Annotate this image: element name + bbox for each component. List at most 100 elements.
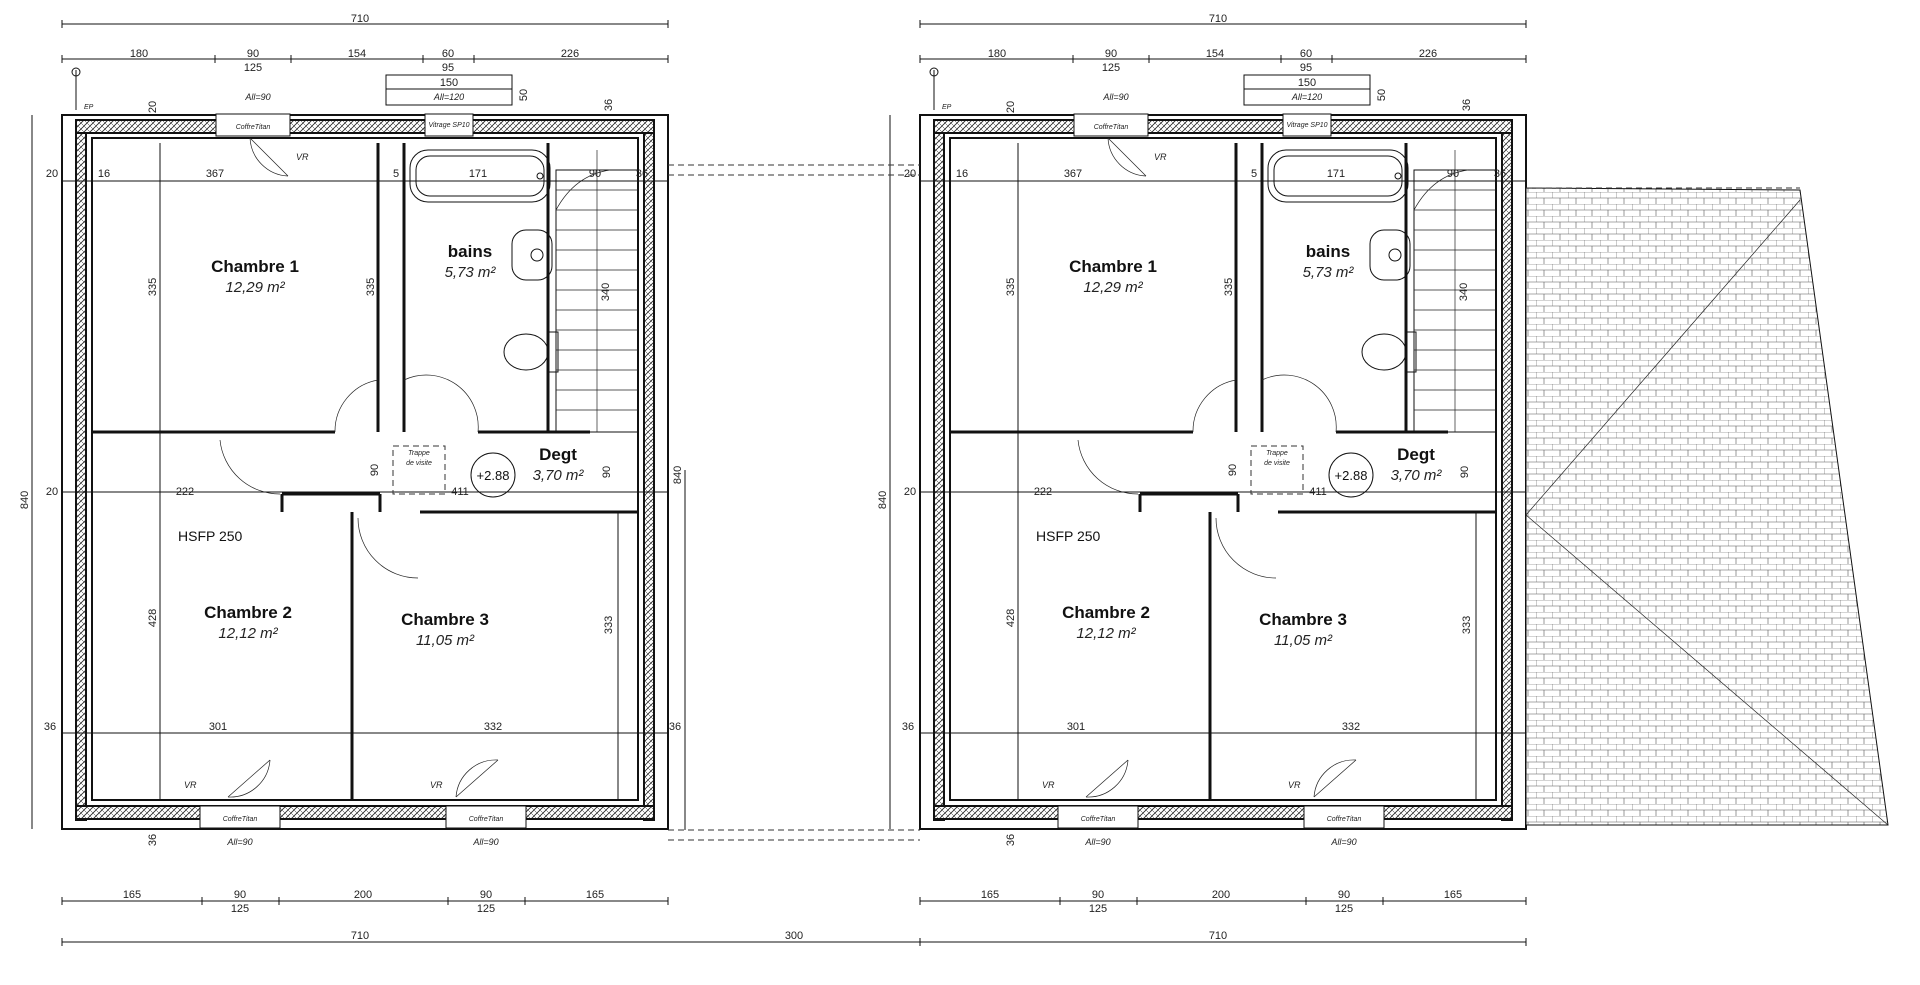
room-name-degt: Degt <box>539 445 577 464</box>
dim-50-v: 50 <box>1376 89 1388 101</box>
top-total-dim: 710 <box>1209 13 1227 25</box>
all-90-b1: All=90 <box>1084 837 1110 847</box>
dim-16: 16 <box>956 168 968 180</box>
coffre-label-b2: CoffreTitan <box>469 816 504 823</box>
outer-walls <box>919 114 1527 830</box>
all-90-label: All=90 <box>1102 92 1128 102</box>
dim-165-right: 165 <box>1444 889 1462 901</box>
room-name-chambre-3: Chambre 3 <box>401 610 489 629</box>
dim-125: 125 <box>1102 62 1120 74</box>
bay-width-dim: 150 <box>1298 77 1316 89</box>
room-name-chambre-1: Chambre 1 <box>211 257 299 276</box>
dim-36-right: 36 <box>669 721 681 733</box>
dim-367: 367 <box>1064 168 1082 180</box>
dim-20-v: 20 <box>147 101 159 113</box>
dim-125-b2: 125 <box>477 903 495 915</box>
dim-165-left: 165 <box>981 889 999 901</box>
room-area-chambre-2: 12,12 m² <box>1076 625 1136 642</box>
room-labels: Chambre 1 12,29 m² bains 5,73 m² Degt 3,… <box>178 242 584 649</box>
top-total-dim: 710 <box>351 13 369 25</box>
dim-428: 428 <box>147 609 159 627</box>
dim-90-v1: 90 <box>369 464 381 476</box>
interior-walls <box>92 143 638 800</box>
link-lines: 840 300 <box>668 164 1527 946</box>
dim-90-v2: 90 <box>601 466 613 478</box>
vr-label: VR <box>1154 152 1167 162</box>
dim-60: 60 <box>1300 48 1312 60</box>
room-area-chambre-1: 12,29 m² <box>1083 279 1143 296</box>
dim-428: 428 <box>1005 609 1017 627</box>
dim-332: 332 <box>484 721 502 733</box>
bottom-total-dim: 710 <box>351 930 369 942</box>
dim-36-left: 36 <box>902 721 914 733</box>
dim-90-v1: 90 <box>1227 464 1239 476</box>
room-area-chambre-3: 11,05 m² <box>416 632 475 649</box>
dim-36-top: 36 <box>1494 168 1506 180</box>
roof-tiles <box>1525 187 1889 826</box>
vr-label-b1: VR <box>184 780 197 790</box>
dim-20-top: 20 <box>46 168 58 180</box>
dim-95: 95 <box>1300 62 1312 74</box>
room-area-chambre-1: 12,29 m² <box>225 279 285 296</box>
dim-90: 90 <box>247 48 259 60</box>
dim-90-b2: 90 <box>1338 889 1350 901</box>
level-marker: +2.88 <box>477 468 510 483</box>
dim-125-b1: 125 <box>1089 903 1107 915</box>
dim-411: 411 <box>1309 486 1327 498</box>
dim-36-v: 36 <box>1461 99 1473 111</box>
room-area-bains: 5,73 m² <box>1303 264 1355 281</box>
room-name-chambre-2: Chambre 2 <box>1062 603 1150 622</box>
dim-165-left: 165 <box>123 889 141 901</box>
coffre-label-b1: CoffreTitan <box>223 816 258 823</box>
side-height-dim: 840 <box>19 491 31 509</box>
top-dimensions: 710 180 90 154 60 226 125 95 150 All=120… <box>61 13 669 106</box>
dim-165-right: 165 <box>586 889 604 901</box>
dim-340: 340 <box>1458 283 1470 301</box>
room-name-degt: Degt <box>1397 445 1435 464</box>
trappe-label-2: de visite <box>1264 460 1290 467</box>
dim-125: 125 <box>244 62 262 74</box>
trappe-label-2: de visite <box>406 460 432 467</box>
vr-label-b2: VR <box>430 780 443 790</box>
room-name-chambre-3: Chambre 3 <box>1259 610 1347 629</box>
dim-20-v: 20 <box>1005 101 1017 113</box>
vitrage-label: Vitrage SP10 <box>1286 122 1327 129</box>
room-name-bains: bains <box>448 242 492 261</box>
room-area-bains: 5,73 m² <box>445 264 497 281</box>
top-dimensions: 710 180 90 154 60 226 125 95 150 All=120… <box>919 13 1527 106</box>
vr-label-b2: VR <box>1288 780 1301 790</box>
dim-333: 333 <box>603 616 615 634</box>
dim-171: 171 <box>1327 168 1345 180</box>
ep-label: EP <box>84 104 94 111</box>
dim-90-v2: 90 <box>1459 466 1471 478</box>
dim-36-top: 36 <box>636 168 648 180</box>
dim-335-left: 335 <box>1005 278 1017 296</box>
dim-200: 200 <box>1212 889 1230 901</box>
hsfp-label: HSFP 250 <box>178 528 243 544</box>
dim-60: 60 <box>442 48 454 60</box>
all-90-label: All=90 <box>244 92 270 102</box>
dim-5: 5 <box>1251 168 1257 180</box>
dim-5: 5 <box>393 168 399 180</box>
trappe-label-1: Trappe <box>408 450 430 457</box>
top-windows: CoffreTitan Vitrage SP10 VR <box>1073 113 1332 177</box>
dim-95: 95 <box>442 62 454 74</box>
bottom-windows: CoffreTitan CoffreTitan VR VR All=90 All… <box>184 759 527 847</box>
room-name-chambre-1: Chambre 1 <box>1069 257 1157 276</box>
dim-154: 154 <box>1206 48 1224 60</box>
dim-301: 301 <box>209 721 227 733</box>
trappe-label-1: Trappe <box>1266 450 1288 457</box>
dim-200: 200 <box>354 889 372 901</box>
dim-301: 301 <box>1067 721 1085 733</box>
gap-dim: 300 <box>785 930 803 942</box>
bottom-dimensions: 165 90 200 90 165 125 125 710 <box>61 889 669 946</box>
bath-fixtures <box>409 149 559 373</box>
dim-90-inner: 90 <box>1447 168 1459 180</box>
coffre-label: CoffreTitan <box>1094 124 1129 131</box>
dim-367: 367 <box>206 168 224 180</box>
outer-walls <box>61 114 669 830</box>
all-90-b2: All=90 <box>1330 837 1356 847</box>
dim-333: 333 <box>1461 616 1473 634</box>
stairs <box>1413 150 1497 433</box>
